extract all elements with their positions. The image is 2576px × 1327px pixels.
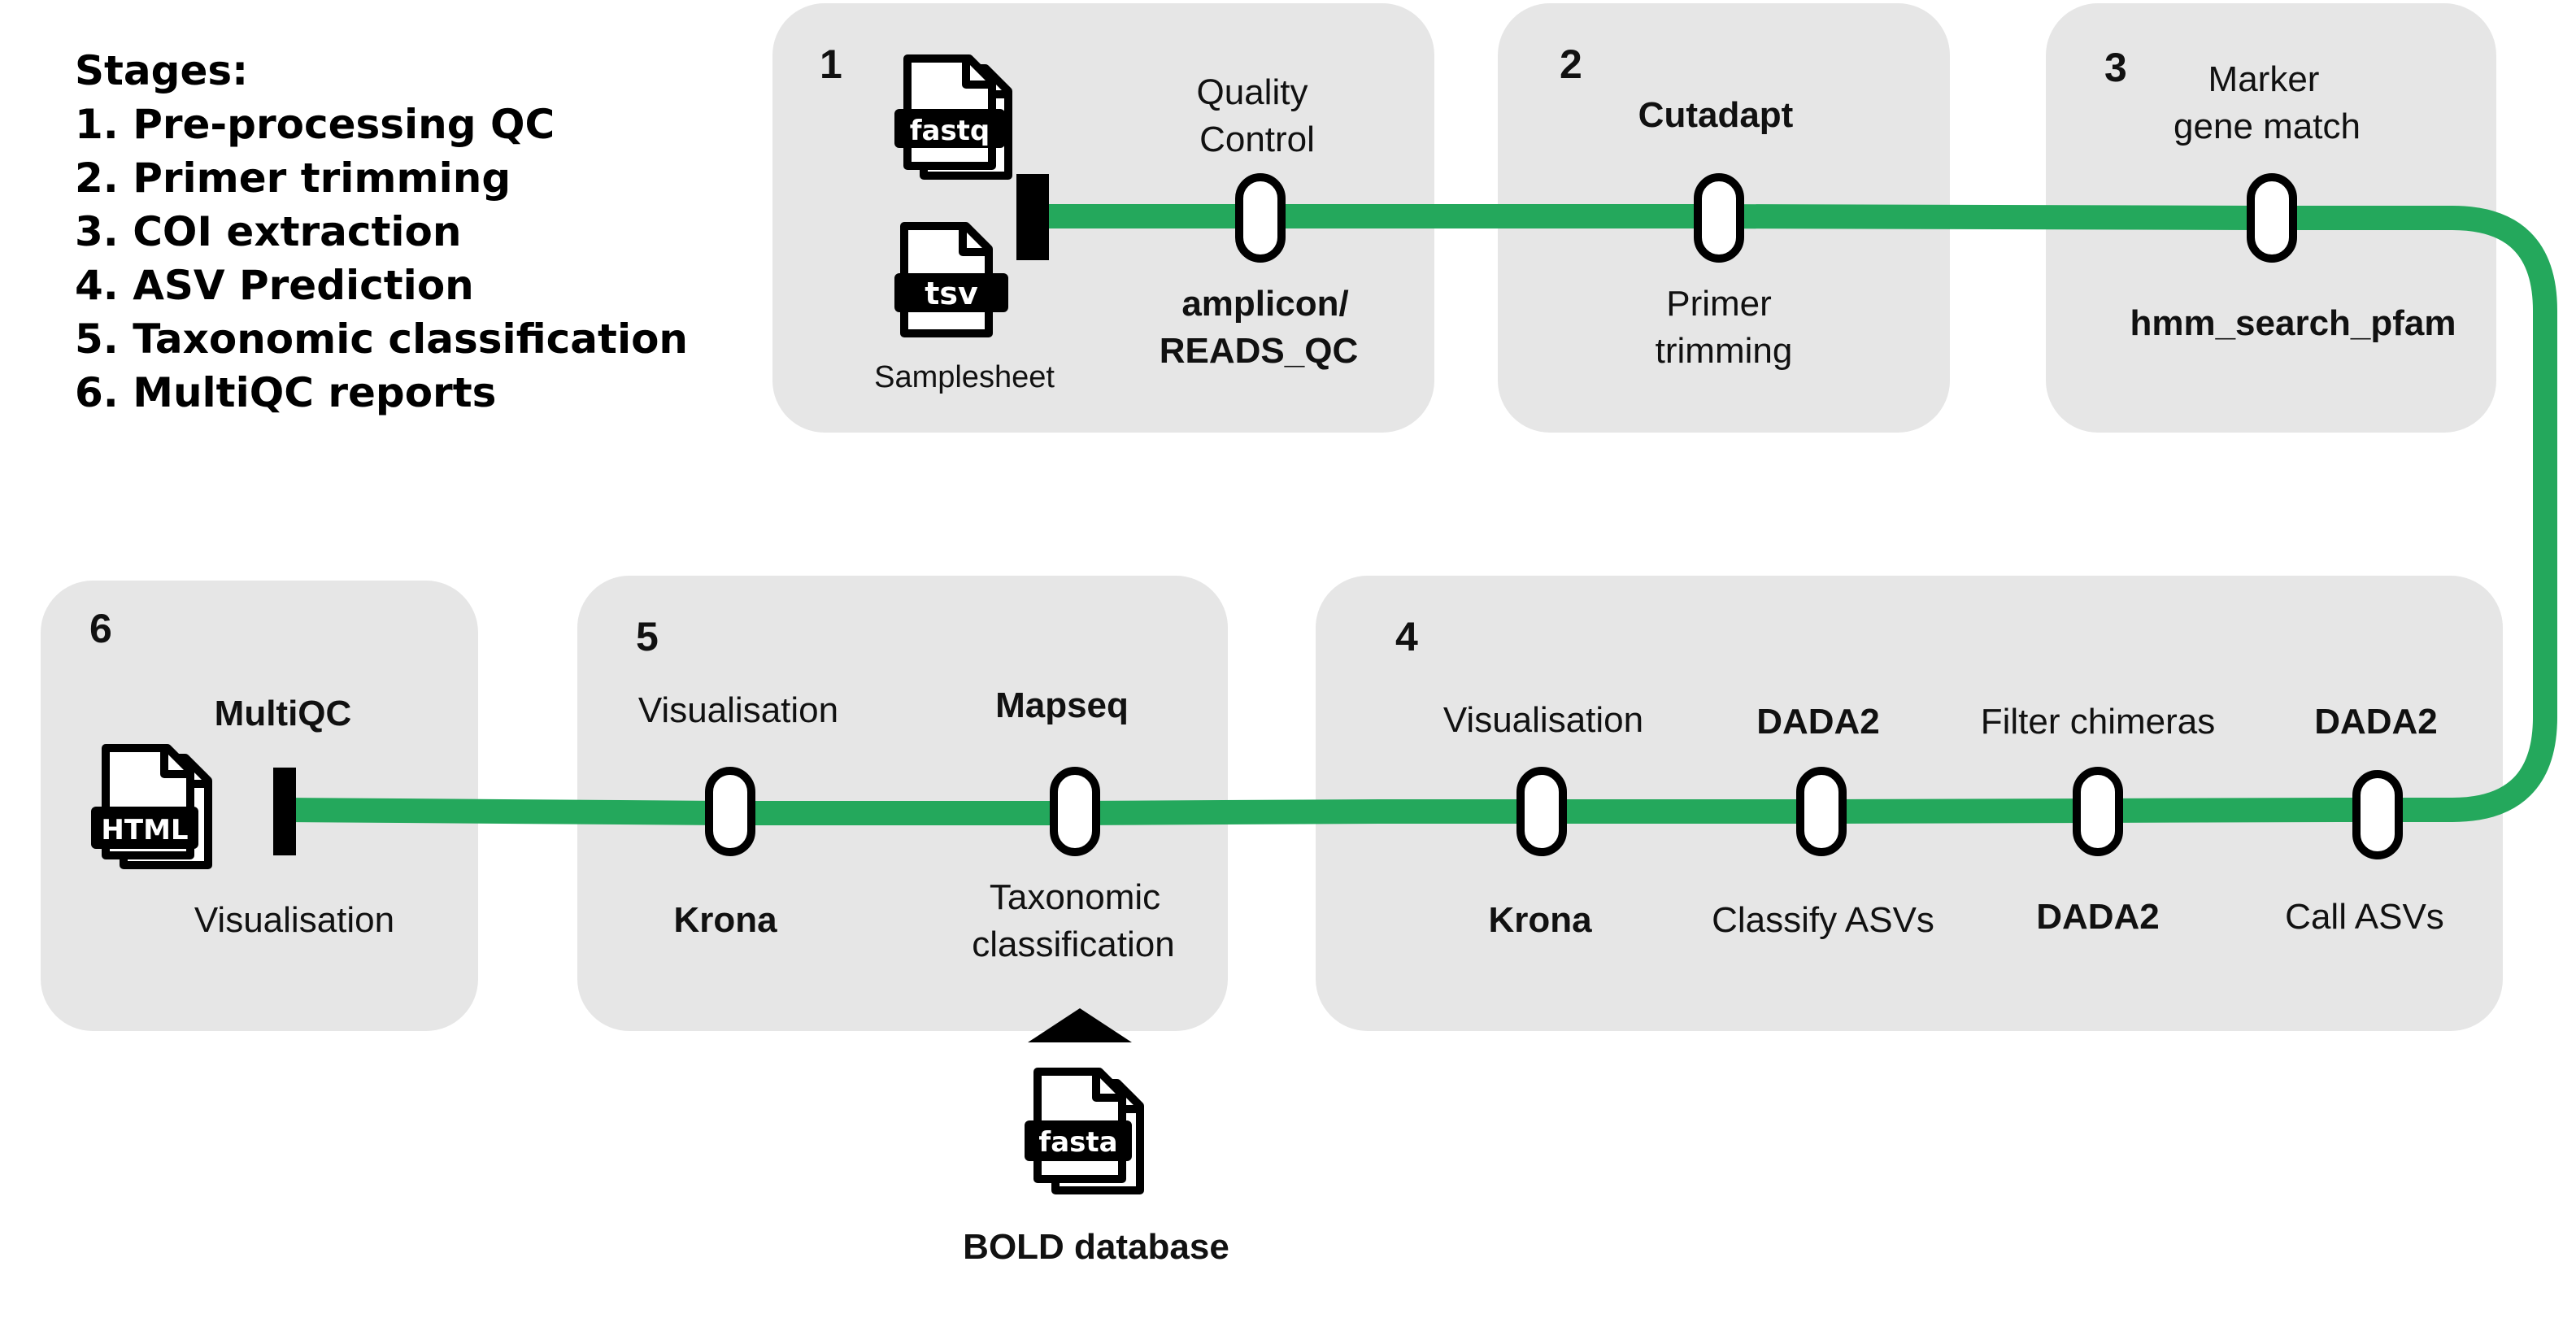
taxonomic-label-line1: Taxonomic: [990, 877, 1160, 917]
marker-gene-node: [2247, 173, 2297, 263]
classify-asvs-label: Classify ASVs: [1712, 900, 1934, 940]
legend-title: Stages:: [75, 47, 248, 94]
cutadapt-node: [1694, 173, 1744, 263]
tsv-label: tsv: [925, 276, 978, 311]
legend-item: 3. COI extraction: [75, 208, 462, 255]
stage3-number: 3: [2104, 45, 2127, 90]
html-report-icon: HTML: [91, 748, 208, 865]
html-label: HTML: [101, 814, 188, 846]
dada2-call-label: DADA2: [2314, 702, 2438, 742]
fasta-file-icon: fasta: [1025, 1072, 1140, 1190]
stage4-krona-label: Krona: [1488, 900, 1592, 940]
qc-label-line1: Quality: [1197, 72, 1308, 112]
stage5-krona-label: Krona: [673, 900, 777, 940]
database-input-arrow: [1028, 1008, 1132, 1042]
stage-legend: Stages: 1. Pre-processing QC 2. Primer t…: [75, 47, 688, 416]
samplesheet-label: Samplesheet: [874, 360, 1055, 394]
stage5-krona-node: [705, 767, 755, 856]
dada2-classify-label: DADA2: [1756, 702, 1880, 742]
call-asvs-label: Call ASVs: [2285, 897, 2444, 937]
primer-trimming-line2: trimming: [1656, 331, 1793, 371]
cutadapt-label: Cutadapt: [1638, 95, 1794, 135]
fastq-label: fastq: [910, 115, 990, 147]
filter-chimeras-label: Filter chimeras: [1981, 702, 2216, 742]
stage4-visualisation-label: Visualisation: [1443, 700, 1643, 740]
mapseq-node: [1050, 767, 1100, 856]
pipeline-start-bar: [1016, 174, 1049, 260]
filter-chimeras-node: [2073, 767, 2123, 856]
marker-gene-line1: Marker: [2208, 59, 2320, 99]
legend-item: 6. MultiQC reports: [75, 369, 496, 416]
quality-control-node: [1235, 173, 1286, 263]
stage6-panel: [41, 581, 478, 1031]
stage4-number: 4: [1395, 614, 1418, 659]
dada2-filter-label: DADA2: [2036, 897, 2160, 937]
legend-item: 1. Pre-processing QC: [75, 101, 555, 148]
stage2-number: 2: [1560, 41, 1582, 87]
classify-asvs-node: [1796, 767, 1847, 856]
fastq-file-icon: fastq: [894, 59, 1008, 176]
marker-gene-line2: gene match: [2174, 107, 2361, 146]
stage4-krona-node: [1516, 767, 1567, 856]
stage1-number: 1: [820, 41, 842, 87]
pipeline-end-bar: [273, 768, 296, 855]
tsv-file-icon: tsv: [894, 226, 1008, 333]
multiqc-label: MultiQC: [215, 694, 352, 733]
reads-qc-label-line1: amplicon/: [1181, 284, 1348, 324]
primer-trimming-line1: Primer: [1666, 284, 1772, 324]
bold-database-label: BOLD database: [963, 1227, 1229, 1267]
reads-qc-label-line2: READS_QC: [1160, 331, 1359, 371]
stage6-number: 6: [89, 606, 112, 651]
pipeline-line: [282, 204, 2557, 825]
taxonomic-label-line2: classification: [972, 925, 1174, 964]
fasta-label: fasta: [1038, 1126, 1117, 1159]
legend-item: 5. Taxonomic classification: [75, 315, 688, 363]
legend-item: 2. Primer trimming: [75, 154, 511, 202]
hmm-search-label: hmm_search_pfam: [2130, 303, 2456, 343]
call-asvs-node: [2352, 770, 2403, 859]
legend-item: 4. ASV Prediction: [75, 262, 474, 309]
qc-label-line2: Control: [1199, 120, 1315, 159]
stage5-number: 5: [636, 614, 659, 659]
stage6-visualisation-label: Visualisation: [194, 900, 394, 940]
mapseq-label: Mapseq: [995, 685, 1129, 725]
stage5-visualisation-label: Visualisation: [638, 690, 838, 730]
